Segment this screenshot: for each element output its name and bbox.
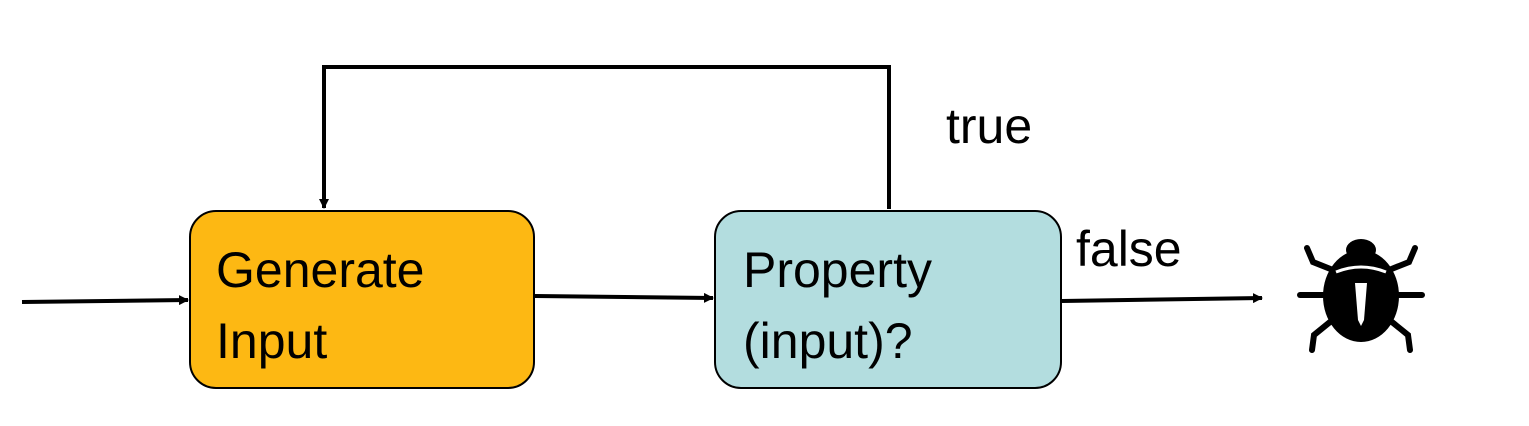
entry-arrow — [21, 295, 189, 306]
generate-input-label-line2: Input — [216, 313, 327, 369]
bug-icon — [1297, 239, 1425, 353]
true-loop-edge — [319, 65, 891, 209]
false-label: false — [1076, 221, 1182, 277]
property-box — [714, 210, 1062, 389]
generate-input-node: Generate Input — [189, 210, 535, 389]
property-label-line1: Property — [743, 242, 932, 298]
property-node: Property (input)? — [714, 210, 1062, 389]
generate-input-label-line1: Generate — [216, 242, 424, 298]
property-label-line2: (input)? — [743, 313, 913, 369]
generate-to-property-arrow — [534, 292, 714, 303]
generate-input-box — [189, 210, 535, 389]
false-edge — [1061, 293, 1263, 304]
true-label: true — [946, 98, 1032, 154]
